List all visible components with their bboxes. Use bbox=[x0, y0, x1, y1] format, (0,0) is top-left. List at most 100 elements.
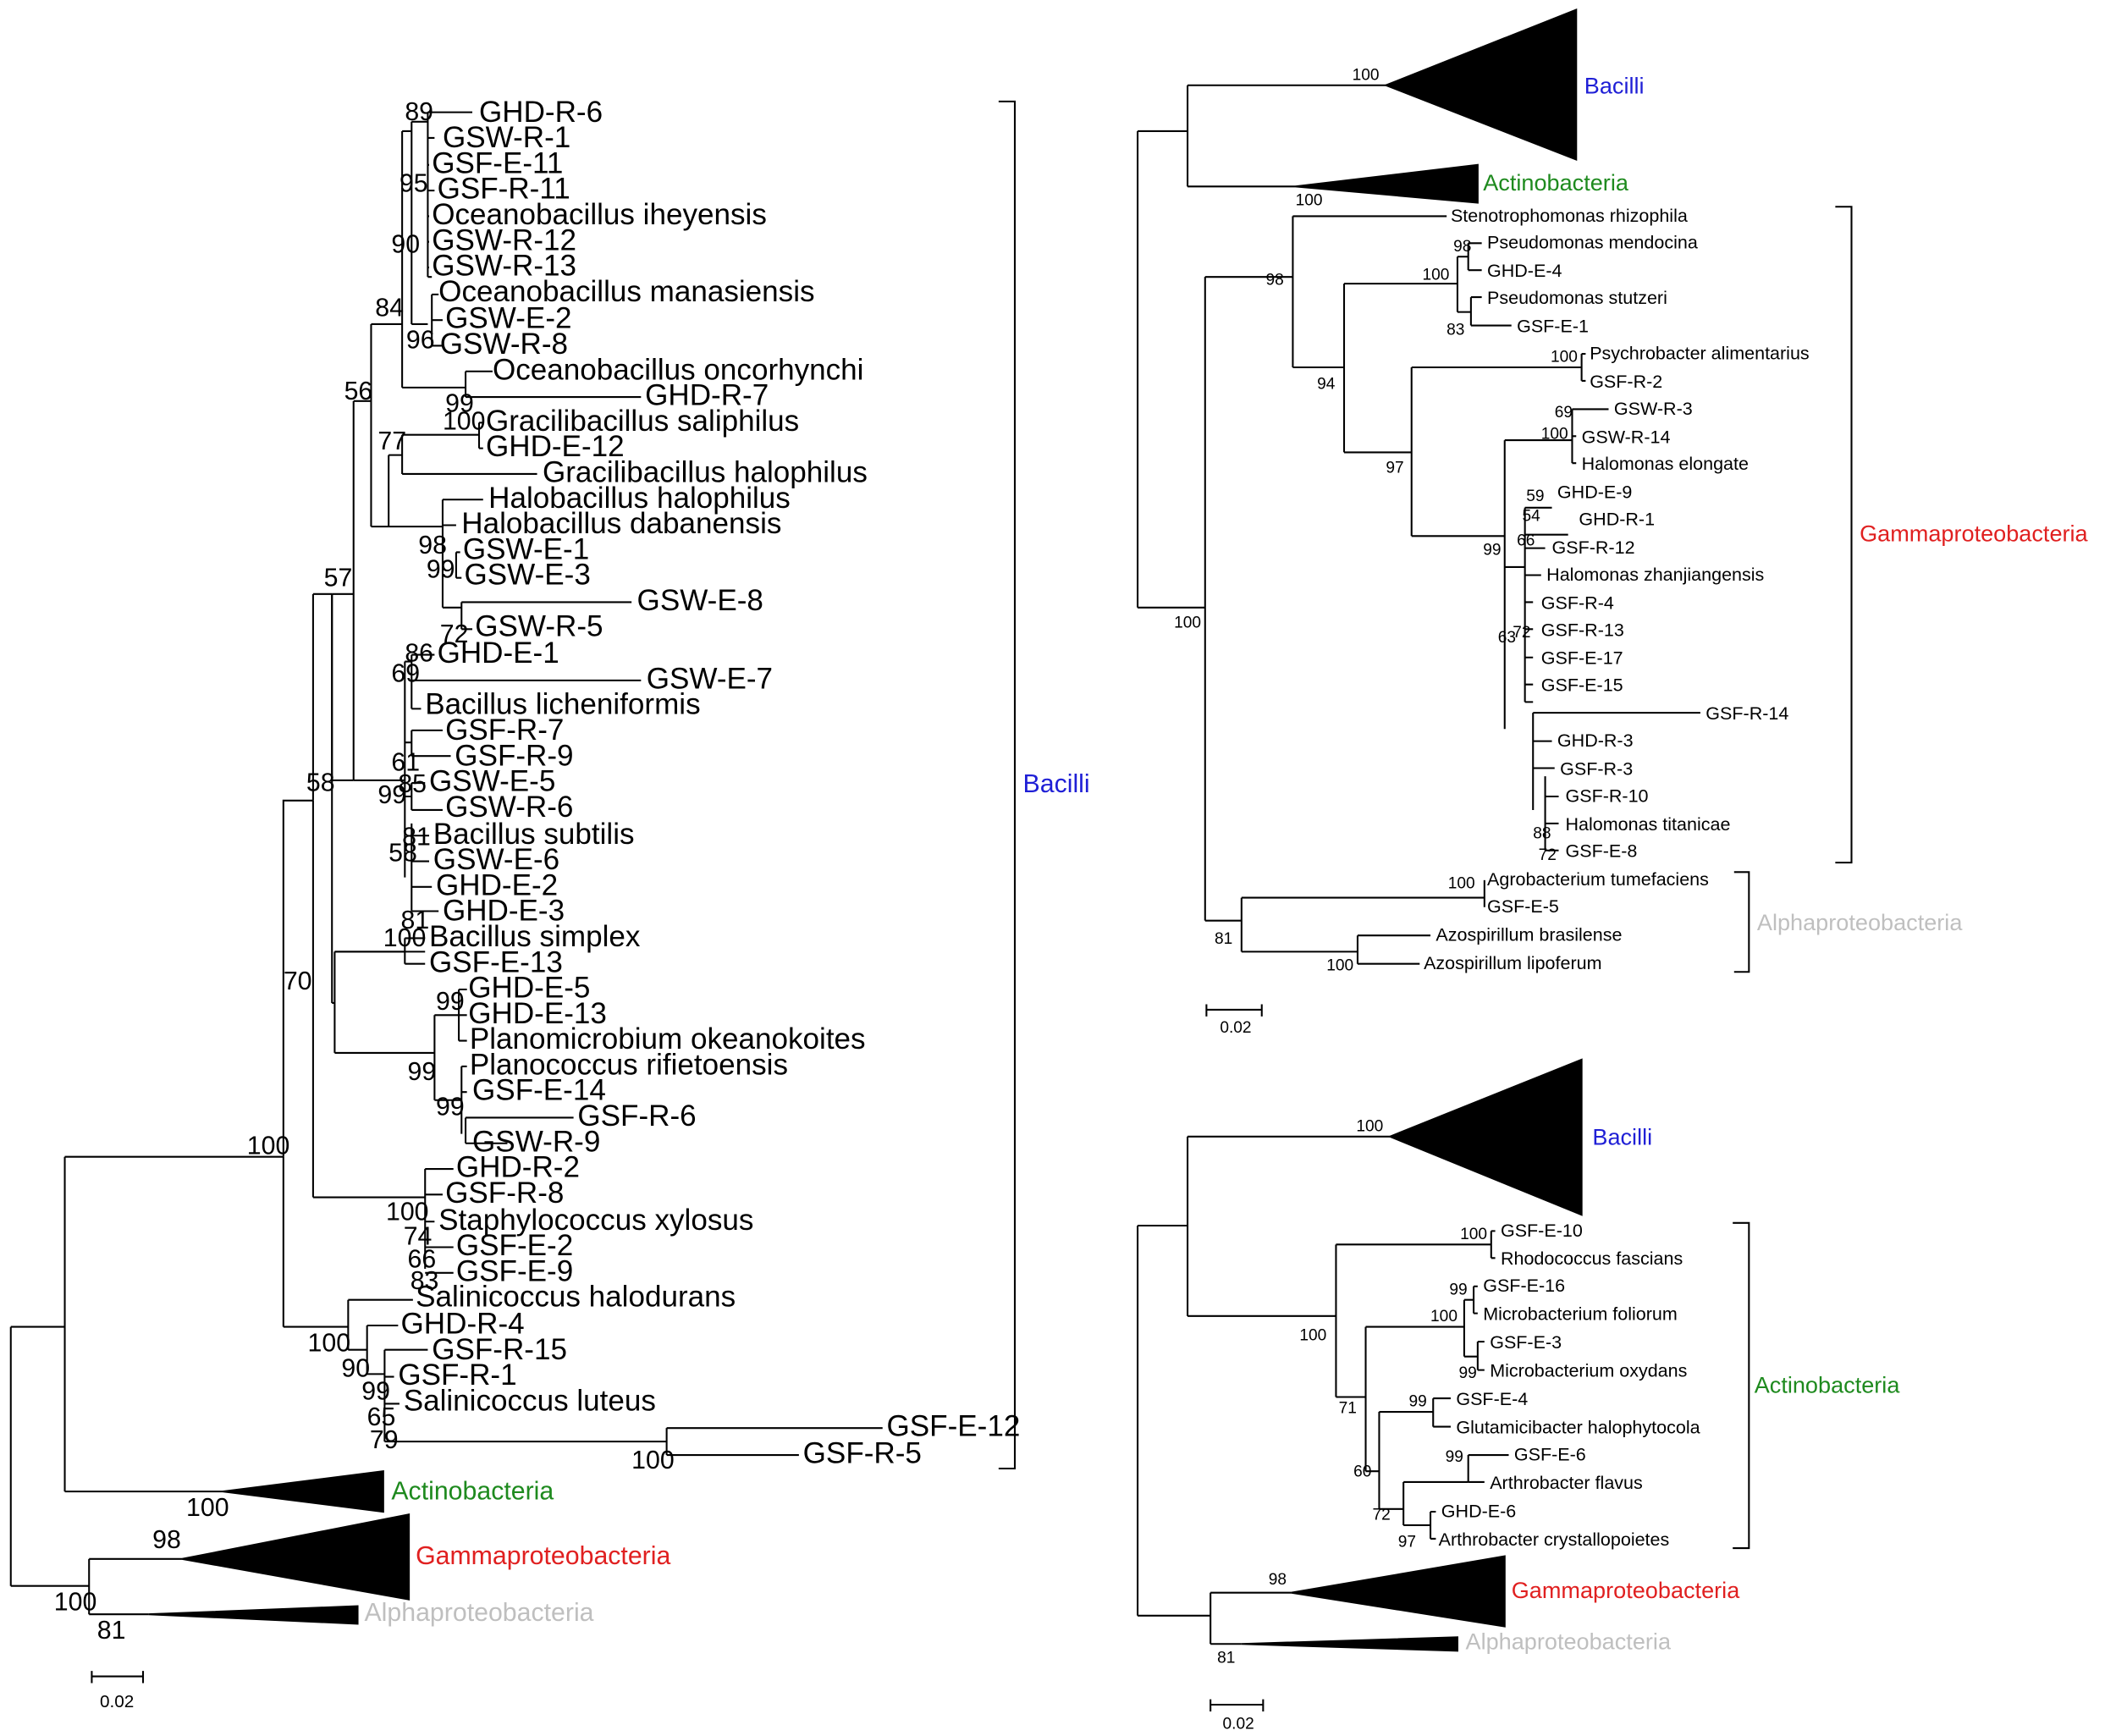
bootstrap-value: 100 bbox=[1430, 1308, 1458, 1325]
leaf-label: Arthrobacter flavus bbox=[1490, 1473, 1643, 1493]
bootstrap-value: 65 bbox=[367, 1403, 396, 1431]
bootstrap-value: 98 bbox=[1269, 1571, 1287, 1589]
leaf-label: GHD-E-3 bbox=[443, 895, 565, 928]
clade-label-gammaproteobacteria: Gammaproteobacteria bbox=[416, 1542, 670, 1570]
leaf-label: GHD-E-9 bbox=[1557, 482, 1632, 503]
bootstrap-value: 83 bbox=[1446, 322, 1464, 339]
leaf-label: GSF-E-9 bbox=[456, 1254, 573, 1287]
bootstrap-value: 57 bbox=[324, 564, 353, 592]
leaf-label: Gracilibacillus saliphilus bbox=[486, 405, 799, 438]
leaf-label: Planomicrobium okeanokoites bbox=[470, 1022, 866, 1055]
leaf-label: Bacillus subtilis bbox=[433, 818, 635, 851]
leaf-label: Bacillus simplex bbox=[429, 920, 641, 953]
panel-a-leaf-labels: GHD-R-6 GSW-R-1 GSF-E-11 GSF-R-11 Oceano… bbox=[398, 96, 1020, 1470]
leaf-label: Gracilibacillus halophilus bbox=[543, 456, 868, 489]
bootstrap-value: 100 bbox=[1551, 349, 1578, 366]
leaf-label: GSW-E-3 bbox=[464, 559, 590, 592]
bootstrap-value: 100 bbox=[247, 1133, 290, 1160]
leaf-label: Halobacillus halophilus bbox=[488, 482, 791, 515]
leaf-label: Microbacterium foliorum bbox=[1483, 1304, 1678, 1325]
leaf-label: GSF-E-11 bbox=[432, 146, 563, 179]
bootstrap-value: 66 bbox=[1517, 532, 1535, 549]
bootstrap-value: 98 bbox=[418, 532, 447, 559]
bootstrap-value: 81 bbox=[402, 823, 431, 851]
leaf-label: Azospirillum brasilense bbox=[1435, 925, 1622, 945]
bootstrap-value: 70 bbox=[284, 967, 312, 995]
bootstrap-value: 81 bbox=[1217, 1650, 1235, 1667]
leaf-label: Pseudomonas mendocina bbox=[1487, 233, 1698, 253]
leaf-label: GSW-E-8 bbox=[637, 584, 763, 617]
leaf-label: GHD-E-6 bbox=[1441, 1501, 1516, 1521]
leaf-label: GSF-E-16 bbox=[1483, 1276, 1565, 1296]
leaf-label: GSF-E-17 bbox=[1541, 648, 1623, 669]
clade-label-gammaproteobacteria: Gammaproteobacteria bbox=[1860, 521, 2088, 547]
leaf-label: GSW-R-5 bbox=[475, 609, 603, 642]
bootstrap-value: 98 bbox=[1453, 238, 1471, 256]
leaf-label: GSF-E-6 bbox=[1514, 1444, 1586, 1464]
leaf-label: GSF-E-2 bbox=[456, 1229, 573, 1262]
bootstrap-value: 58 bbox=[388, 840, 417, 868]
bootstrap-value: 69 bbox=[391, 659, 420, 687]
panel-c-leaf-labels: GSF-E-10 Rhodococcus fascians GSF-E-16 M… bbox=[1439, 1221, 1700, 1550]
leaf-label: GSF-E-5 bbox=[1487, 896, 1559, 917]
panel-c-clade-labels: Bacilli Actinobacteria Gammaproteobacter… bbox=[1466, 1123, 1901, 1654]
bootstrap-value: 81 bbox=[1215, 930, 1232, 948]
leaf-label: GHD-E-13 bbox=[468, 997, 607, 1030]
leaf-label: Oceanobacillus iheyensis bbox=[432, 198, 767, 231]
leaf-label: GHD-E-4 bbox=[1487, 261, 1562, 281]
bootstrap-value: 100 bbox=[386, 1199, 429, 1226]
bootstrap-value: 81 bbox=[97, 1617, 126, 1645]
bootstrap-value: 97 bbox=[1398, 1533, 1416, 1551]
bootstrap-value: 72 bbox=[1513, 624, 1530, 642]
leaf-label: GSW-R-1 bbox=[443, 121, 570, 154]
bootstrap-value: 79 bbox=[370, 1426, 399, 1454]
bootstrap-value: 89 bbox=[405, 98, 433, 126]
bootstrap-value: 90 bbox=[391, 230, 420, 258]
bootstrap-value: 60 bbox=[1353, 1463, 1371, 1481]
bootstrap-value: 100 bbox=[1174, 614, 1201, 632]
clade-label-actinobacteria: Actinobacteria bbox=[1755, 1372, 1901, 1398]
panel-b-leaf-labels: Stenotrophomonas rhizophila Pseudomonas … bbox=[1424, 206, 1810, 973]
leaf-label: GSF-R-7 bbox=[445, 714, 564, 747]
bootstrap-value: 99 bbox=[361, 1378, 390, 1406]
bootstrap-value: 100 bbox=[54, 1588, 97, 1616]
scale-bar-label: 0.02 bbox=[1220, 1019, 1251, 1037]
leaf-label: GSW-R-6 bbox=[445, 791, 573, 824]
clade-label-actinobacteria: Actinobacteria bbox=[391, 1478, 554, 1506]
leaf-label: Halomonas titanicae bbox=[1565, 814, 1730, 835]
bootstrap-value: 100 bbox=[186, 1494, 229, 1522]
leaf-label: GSF-R-14 bbox=[1705, 703, 1788, 724]
bootstrap-value: 99 bbox=[377, 781, 406, 809]
leaf-label: GHD-E-1 bbox=[438, 637, 559, 670]
leaf-label: GSF-E-1 bbox=[1517, 317, 1589, 337]
bootstrap-value: 88 bbox=[1533, 824, 1551, 842]
bootstrap-value: 100 bbox=[631, 1447, 675, 1474]
leaf-label: Salinicoccus halodurans bbox=[416, 1281, 736, 1314]
leaf-label: GSF-E-12 bbox=[887, 1410, 1021, 1443]
leaf-label: GSW-R-8 bbox=[440, 328, 568, 361]
leaf-label: GSF-E-4 bbox=[1456, 1389, 1528, 1409]
bootstrap-value: 58 bbox=[306, 769, 335, 797]
bootstrap-value: 100 bbox=[383, 924, 427, 952]
panel-b-clade-labels: Bacilli Actinobacteria Gammaproteobacter… bbox=[1483, 72, 2088, 935]
leaf-label: GSF-R-4 bbox=[1541, 592, 1614, 613]
leaf-label: GSF-R-9 bbox=[455, 739, 573, 772]
leaf-label: Halobacillus dabanensis bbox=[461, 507, 781, 540]
leaf-label: Rhodococcus fascians bbox=[1501, 1248, 1683, 1269]
bootstrap-value: 98 bbox=[1266, 272, 1284, 289]
scale-bar-label: 0.02 bbox=[1223, 1716, 1254, 1733]
bootstrap-value: 99 bbox=[445, 390, 474, 418]
leaf-label: Staphylococcus xylosus bbox=[438, 1204, 753, 1237]
bootstrap-value: 99 bbox=[1446, 1448, 1463, 1466]
leaf-label: Azospirillum lipoferum bbox=[1424, 953, 1601, 973]
panel-c-branches bbox=[1137, 1058, 1750, 1711]
leaf-label: GSF-R-5 bbox=[803, 1437, 922, 1470]
bootstrap-value: 81 bbox=[401, 907, 430, 934]
bootstrap-value: 63 bbox=[1498, 629, 1516, 647]
leaf-label: Salinicoccus luteus bbox=[404, 1384, 656, 1417]
bootstrap-value: 99 bbox=[436, 1093, 465, 1121]
bootstrap-value: 69 bbox=[1555, 404, 1573, 422]
leaf-label: GSF-R-13 bbox=[1541, 620, 1624, 640]
bootstrap-value: 100 bbox=[1448, 874, 1475, 892]
leaf-label: Pseudomonas stutzeri bbox=[1487, 288, 1667, 308]
